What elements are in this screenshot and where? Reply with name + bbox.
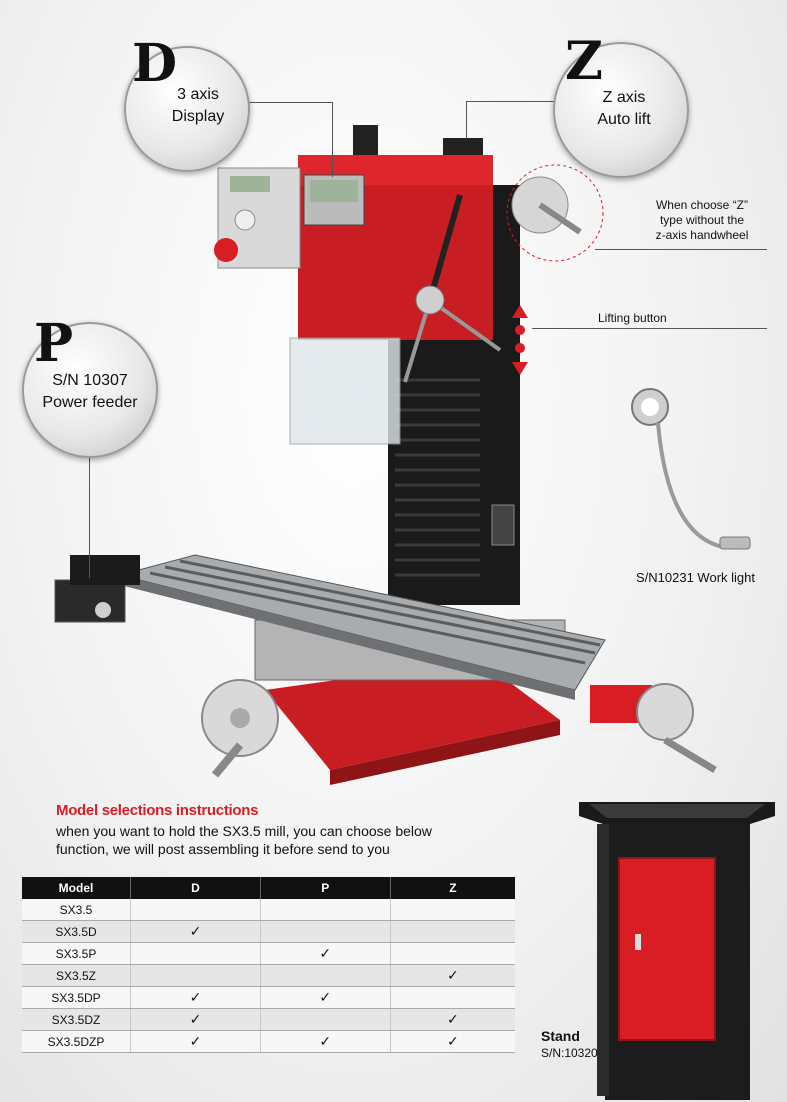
badge-p-text: S/N 10307 Power feeder [28,370,152,414]
z-check [390,920,515,943]
lifting-leader [532,328,767,329]
z-leader-v [466,101,467,139]
p-check [260,964,391,987]
model-name: SX3.5DZP [22,1030,131,1053]
work-light-image [631,388,751,550]
milling-machine-image [54,125,717,785]
p-check [260,1008,391,1031]
badge-z-letter: Z [565,31,603,92]
instructions-line1: when you want to hold the SX3.5 mill, yo… [56,823,432,839]
z-check [390,986,515,1009]
p-leader-v [89,448,90,578]
badge-d: D 3 axis Display [124,38,250,172]
table-row: SX3.5Z ✓ [22,964,515,987]
d-check: ✓ [130,1030,261,1053]
d-check [130,942,261,965]
z-note-line1: When choose “Z” [655,198,749,212]
d-check: ✓ [130,986,261,1009]
z-note-line2: type without the [659,213,745,227]
z-leader-h [466,101,556,102]
p-check: ✓ [260,1030,391,1053]
z-check: ✓ [390,1030,515,1053]
badge-p-letter: P [34,313,74,374]
header-z: Z [390,877,515,899]
table-row: SX3.5DZP ✓ ✓ ✓ [22,1030,515,1053]
model-name: SX3.5 [22,899,131,921]
p-check [260,899,391,921]
instructions-title: Model selections instructions [56,802,259,819]
stand-sn: S/N:10320 [541,1046,598,1060]
table-header-row: Model D P Z [22,877,515,899]
badge-p-line2: Power feeder [42,394,138,411]
z-handwheel-highlight [506,164,604,262]
stand-title: Stand [541,1028,580,1044]
badge-p: P S/N 10307 Power feeder [22,318,158,458]
model-name: SX3.5Z [22,964,131,987]
z-check: ✓ [390,964,515,987]
badge-z-text: Z axis Auto lift [583,87,665,131]
z-note-leader [595,249,767,250]
badge-z: Z Z axis Auto lift [553,36,689,178]
table-row: SX3.5DZ ✓ ✓ [22,1008,515,1031]
z-check [390,899,515,921]
d-check: ✓ [130,920,261,943]
instructions-line2: function, we will post assembling it bef… [56,841,390,857]
model-name: SX3.5DZ [22,1008,131,1031]
z-note: When choose “Z” type without the z-axis … [632,198,772,243]
model-name: SX3.5D [22,920,131,943]
work-light-label: S/N10231 Work light [636,570,755,585]
badge-z-line1: Z axis [602,89,646,106]
badge-d-text: 3 axis Display [158,84,238,128]
d-check: ✓ [130,1008,261,1031]
model-name: SX3.5DP [22,986,131,1009]
table-row: SX3.5DP ✓ ✓ [22,986,515,1009]
header-model: Model [22,877,131,899]
header-p: P [260,877,391,899]
d-leader-h [196,102,333,103]
model-selection-table: Model D P Z SX3.5 SX3.5D ✓ SX3.5P ✓ SX3.… [22,877,515,1053]
header-d: D [130,877,261,899]
badge-z-line2: Auto lift [597,111,651,128]
p-check: ✓ [260,942,391,965]
badge-p-line1: S/N 10307 [52,372,128,389]
z-check: ✓ [390,1008,515,1031]
d-check [130,899,261,921]
p-check: ✓ [260,986,391,1009]
table-row: SX3.5P ✓ [22,942,515,965]
d-leader-v [332,102,333,177]
model-name: SX3.5P [22,942,131,965]
d-check [130,964,261,987]
z-note-line3: z-axis handwheel [655,228,749,242]
stand-image [579,802,775,1100]
badge-d-line2: Display [171,108,225,125]
table-row: SX3.5D ✓ [22,920,515,943]
table-row: SX3.5 [22,899,515,921]
badge-d-letter: D [132,33,178,94]
badge-d-line1: 3 axis [177,86,219,103]
lifting-button-label: Lifting button [598,311,667,325]
z-check [390,942,515,965]
p-check [260,920,391,943]
